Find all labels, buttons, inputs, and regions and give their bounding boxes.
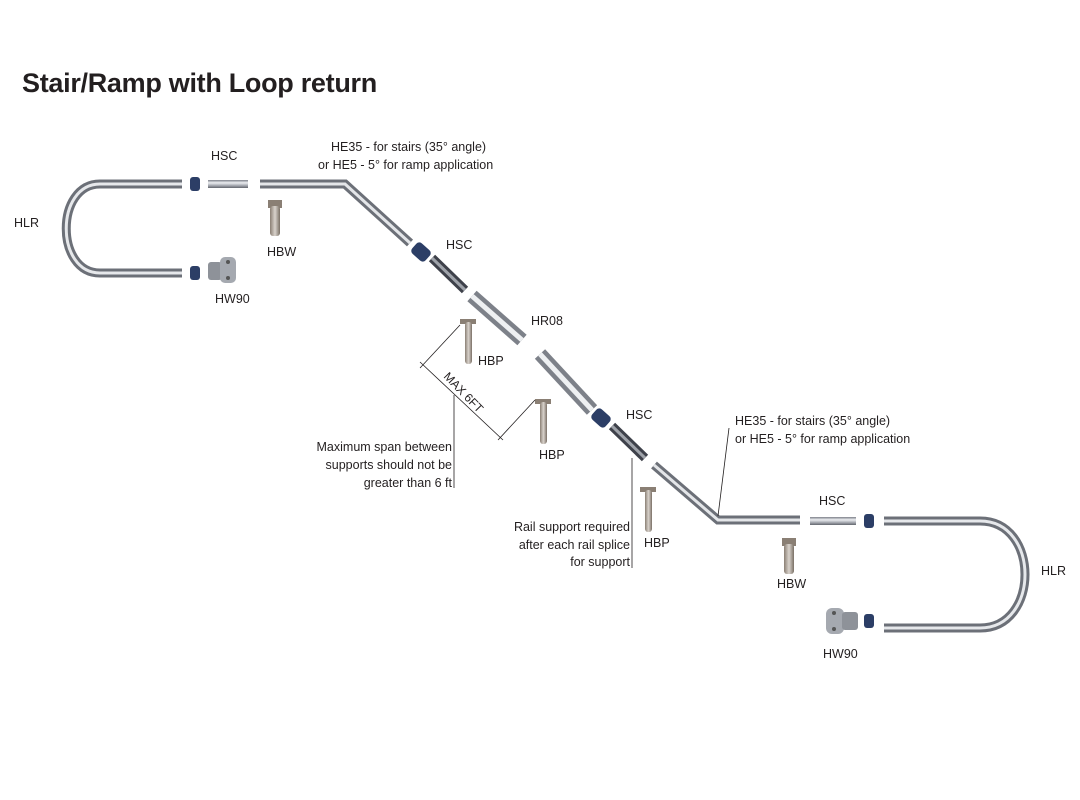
label-hw90-right: HW90 xyxy=(823,647,858,661)
label-hbp-1: HBP xyxy=(478,354,504,368)
upper-rail xyxy=(260,179,414,247)
label-hlr-right: HLR xyxy=(1041,564,1066,578)
note-span-line3: greater than 6 ft xyxy=(364,476,453,490)
note-he35-right-line1: HE35 - for stairs (35° angle) xyxy=(735,414,890,428)
label-hbp-3: HBP xyxy=(644,536,670,550)
note-he35-right-line2: or HE5 - 5° for ramp application xyxy=(735,432,910,446)
note-splice-line1: Rail support required xyxy=(514,520,630,534)
label-hsc-right: HSC xyxy=(819,494,845,508)
hbp-1-icon xyxy=(460,319,476,364)
label-hr08: HR08 xyxy=(531,314,563,328)
hw90-left-icon xyxy=(190,257,236,283)
label-hbp-2: HBP xyxy=(539,448,565,462)
hbp-3-icon xyxy=(640,487,656,532)
hbw-right-icon xyxy=(782,538,796,574)
note-splice-line2: after each rail splice xyxy=(519,538,630,552)
label-hsc-upper-mid: HSC xyxy=(446,238,472,252)
notes: HE35 - for stairs (35° angle) or HE5 - 5… xyxy=(317,140,911,569)
hw90-right-icon xyxy=(826,608,874,634)
lower-mid-splice xyxy=(591,408,649,462)
label-hsc-top-left: HSC xyxy=(211,149,237,163)
lower-rail xyxy=(651,461,800,525)
label-hw90-left: HW90 xyxy=(215,292,250,306)
right-loop-return xyxy=(884,516,1030,633)
label-hbw-right: HBW xyxy=(777,577,806,591)
note-span-line1: Maximum span between xyxy=(317,440,453,454)
page-title: Stair/Ramp with Loop return xyxy=(22,68,377,98)
hbw-left-icon xyxy=(268,200,282,236)
upper-mid-splice xyxy=(411,242,469,294)
label-hlr-left: HLR xyxy=(14,216,39,230)
leader-lines xyxy=(419,324,730,568)
label-hsc-lower-mid: HSC xyxy=(626,408,652,422)
note-splice-line3: for support xyxy=(570,555,630,569)
left-top-splice xyxy=(190,177,248,191)
right-top-splice xyxy=(810,514,874,528)
note-he35-top-line2: or HE5 - 5° for ramp application xyxy=(318,158,493,172)
label-hbw-left: HBW xyxy=(267,245,296,259)
hr08-rail xyxy=(467,290,598,415)
note-he35-top-line1: HE35 - for stairs (35° angle) xyxy=(331,140,486,154)
label-max-span: MAX 6FT xyxy=(441,369,487,416)
hbp-2-icon xyxy=(535,399,551,444)
note-span-line2: supports should not be xyxy=(326,458,453,472)
left-loop-return xyxy=(61,179,182,278)
